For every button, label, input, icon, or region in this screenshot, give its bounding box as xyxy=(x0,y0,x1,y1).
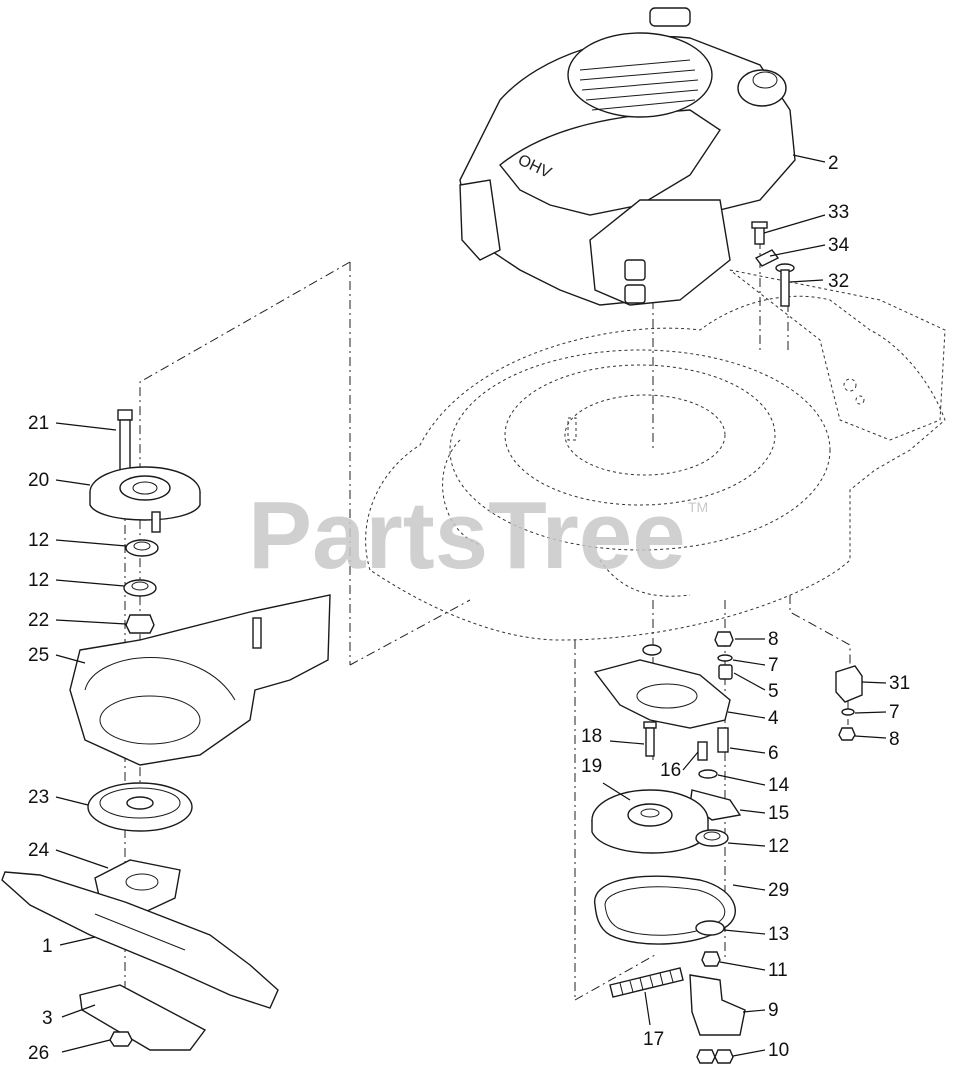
callout-19: 19 xyxy=(581,756,602,777)
callout-numbers: 2 33 34 32 21 20 12 12 22 25 23 24 1 3 2… xyxy=(28,153,910,1064)
left-spindle-assembly xyxy=(1,409,331,1051)
callout-3: 3 xyxy=(42,1008,53,1029)
callout-34: 34 xyxy=(828,235,850,256)
watermark-text: PartsTree xyxy=(248,482,686,589)
callout-4: 4 xyxy=(768,708,779,729)
callout-8-upper: 8 xyxy=(768,629,779,650)
callout-17: 17 xyxy=(643,1029,664,1050)
watermark: PartsTree TM xyxy=(248,482,708,589)
callout-8-side: 8 xyxy=(889,729,900,750)
callout-1: 1 xyxy=(42,936,53,957)
drive-assembly xyxy=(591,631,746,1064)
callout-31: 31 xyxy=(889,673,910,694)
callout-12-upper: 12 xyxy=(28,530,49,551)
callout-33: 33 xyxy=(828,202,849,223)
callout-22: 22 xyxy=(28,610,49,631)
callout-12-lower: 12 xyxy=(28,570,49,591)
callout-26: 26 xyxy=(28,1043,49,1064)
callout-32: 32 xyxy=(828,271,849,292)
callout-24: 24 xyxy=(28,840,50,861)
callout-20: 20 xyxy=(28,470,49,491)
callout-11: 11 xyxy=(768,960,788,981)
callout-25: 25 xyxy=(28,645,49,666)
engine: OHV xyxy=(459,7,796,306)
engine-mount-hardware xyxy=(751,221,795,307)
callout-12-right: 12 xyxy=(768,836,789,857)
callout-14: 14 xyxy=(768,775,790,796)
callout-2: 2 xyxy=(828,153,839,174)
callout-10: 10 xyxy=(768,1040,789,1061)
watermark-trademark: TM xyxy=(688,499,708,515)
mower-deck xyxy=(365,269,946,641)
side-block-assembly xyxy=(835,665,863,741)
callout-leader-lines xyxy=(55,154,887,1057)
callout-7-upper: 7 xyxy=(768,655,779,676)
callout-13: 13 xyxy=(768,924,789,945)
callout-29: 29 xyxy=(768,880,789,901)
callout-16: 16 xyxy=(660,760,681,781)
callout-21: 21 xyxy=(28,413,49,434)
callout-9: 9 xyxy=(768,1000,779,1021)
callout-23: 23 xyxy=(28,787,49,808)
callout-18: 18 xyxy=(581,726,602,747)
callout-6: 6 xyxy=(768,743,779,764)
callout-5: 5 xyxy=(768,681,779,702)
callout-7-side: 7 xyxy=(889,702,900,723)
callout-15: 15 xyxy=(768,803,789,824)
